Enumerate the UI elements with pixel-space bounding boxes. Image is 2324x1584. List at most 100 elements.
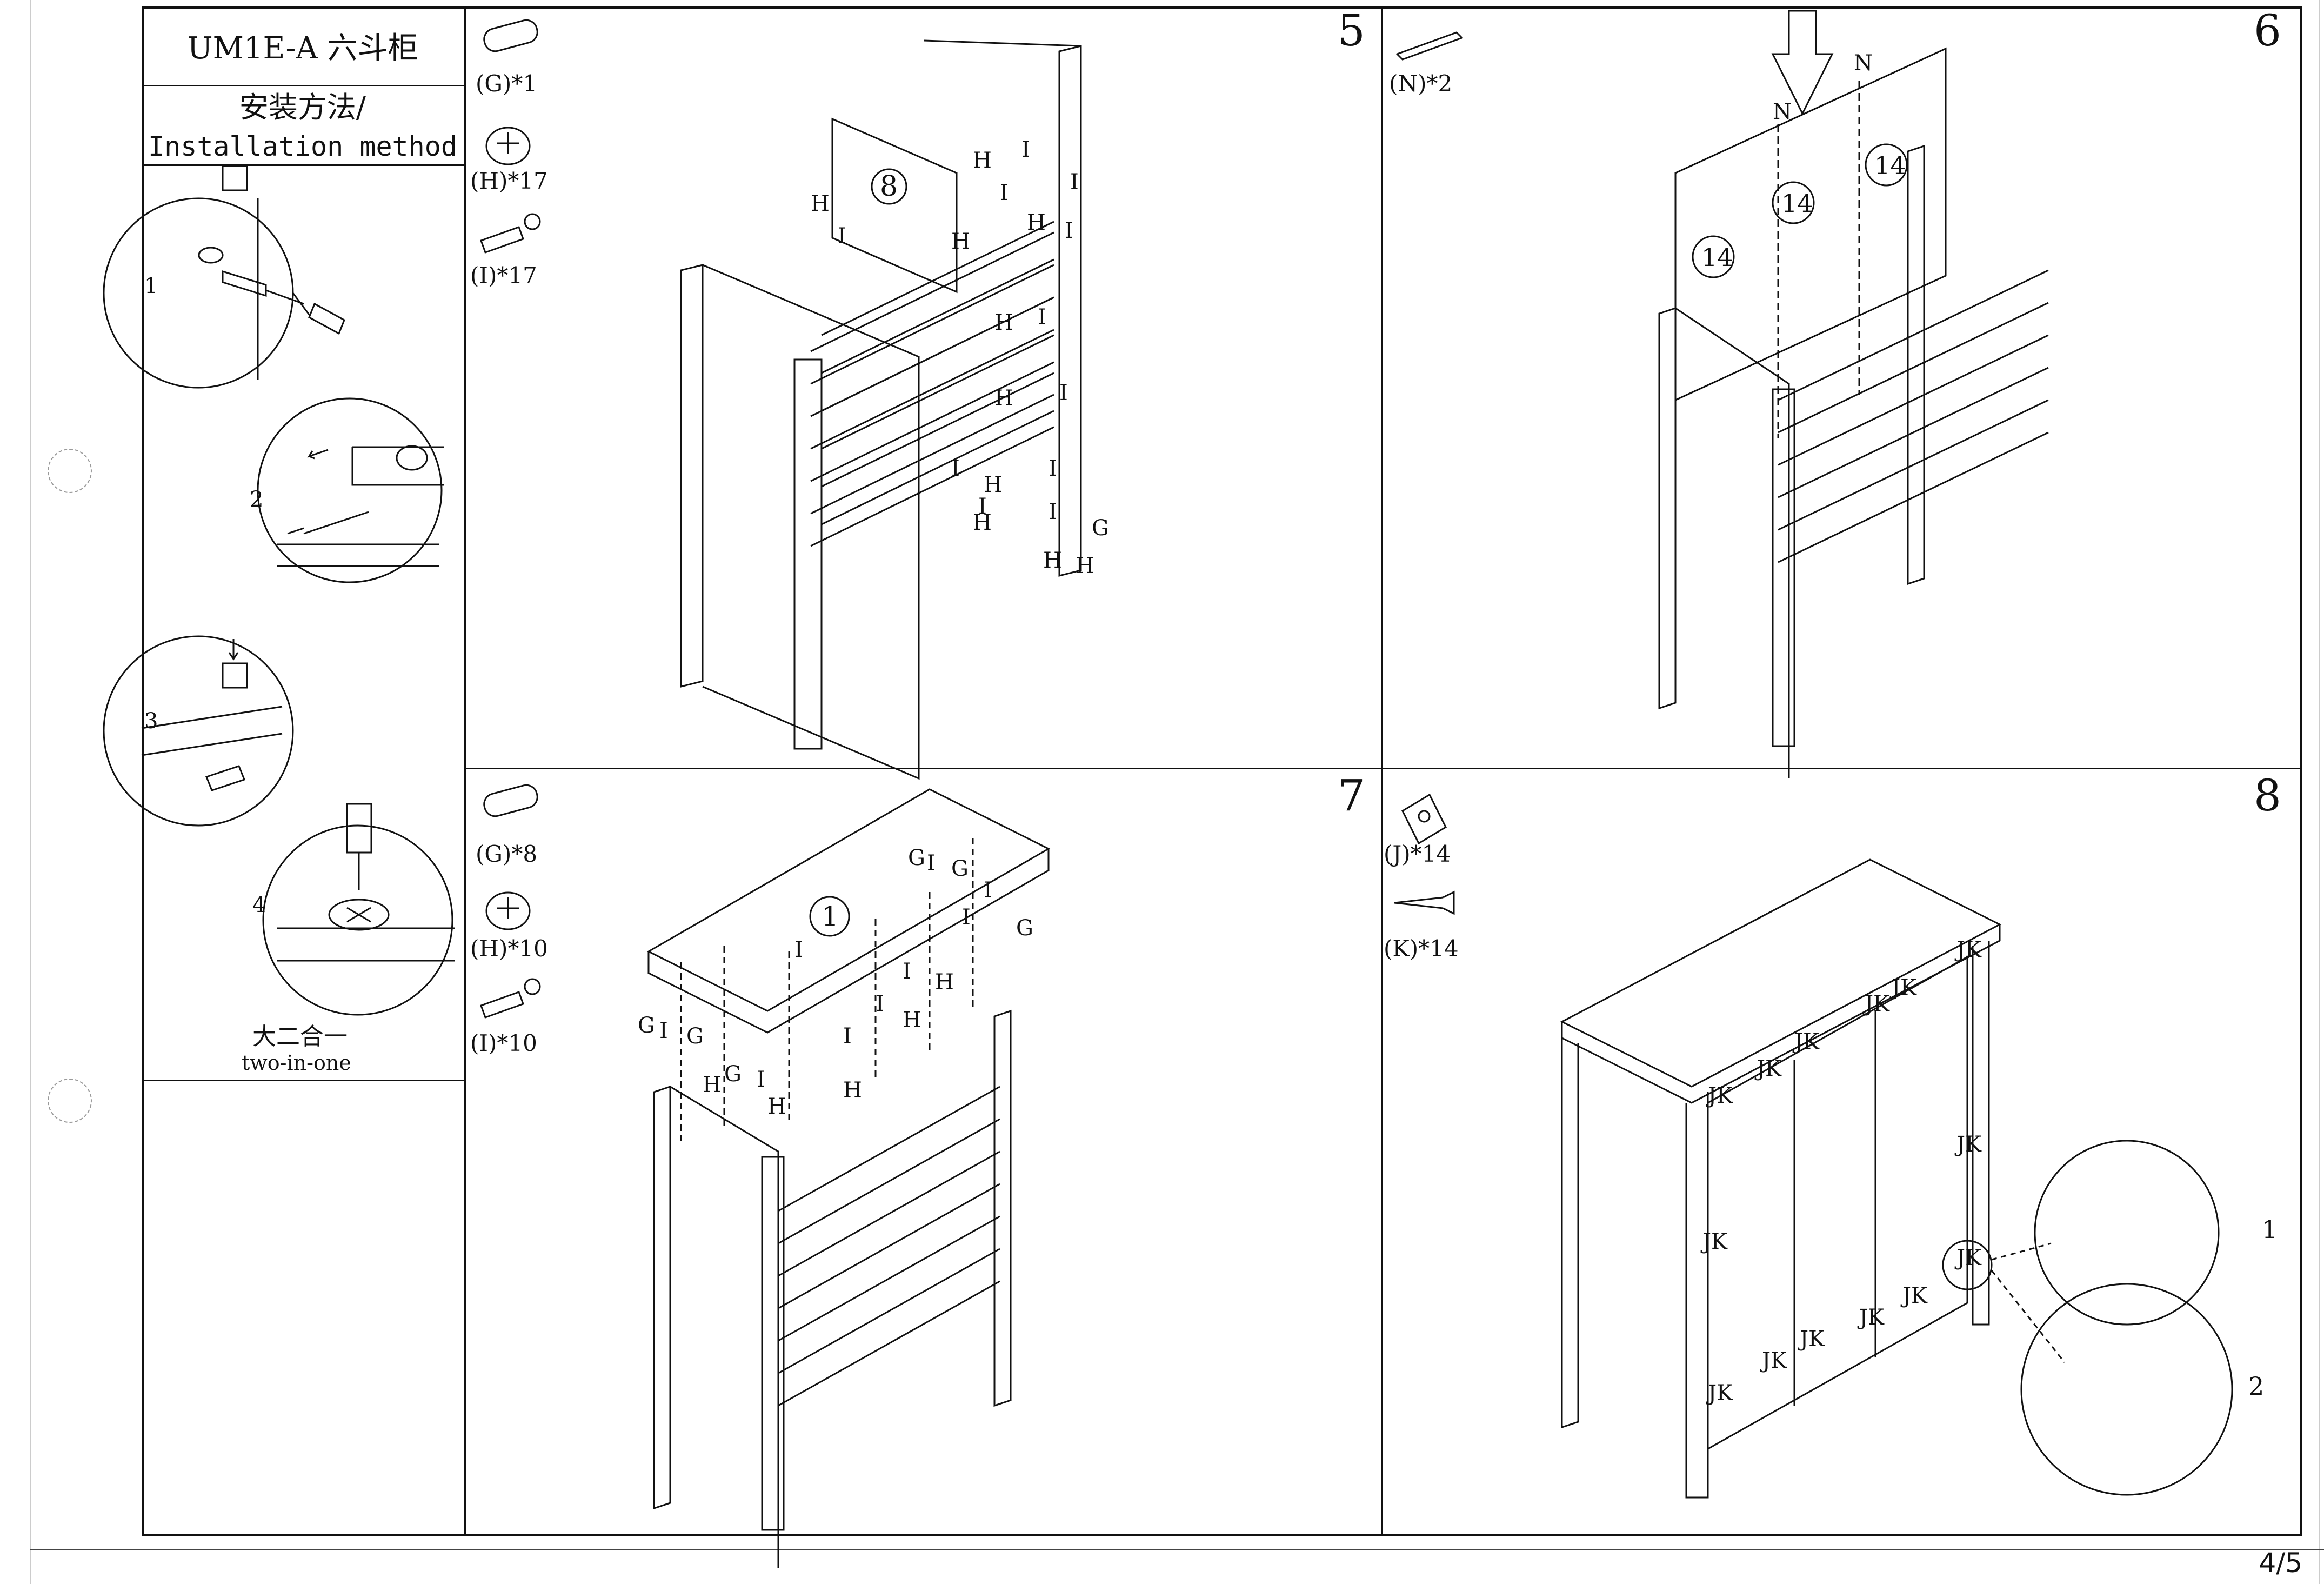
callout-14-a: 14 [1701, 243, 1733, 272]
jk-marker: JK [1754, 1056, 1782, 1081]
part-i-count: (I)*10 [470, 1030, 537, 1056]
jk-marker: JK [1792, 1029, 1820, 1054]
hw-letter: H [951, 229, 970, 254]
part-j-count: (J)*14 [1384, 841, 1451, 867]
part-h-count: (H)*10 [470, 935, 548, 962]
step8-back-view-drawing: JK JK JK JK JK JK JK JK JK JK JK JK JK J… [1560, 858, 2278, 1499]
step5-frame-drawing: 8 H I H H I I I I H I H H I I I H H I I … [680, 39, 1109, 780]
hw-letter: G [908, 846, 925, 870]
jk-marker: JK [1900, 1283, 1928, 1308]
caption-cn: 大二合一 [252, 1023, 348, 1050]
hw-letter: H [1027, 210, 1046, 235]
hw-letter: G [724, 1062, 742, 1087]
method-heading-en: Installation method [148, 131, 457, 162]
callout-14-c: 14 [1874, 151, 1906, 180]
jk-marker: JK [1954, 1132, 1982, 1157]
step6-frame-drawing: 14 14 14 N N [1658, 10, 2049, 778]
panel-divider-vertical [1381, 6, 1383, 1536]
method-heading-cn: 安装方法/ [239, 90, 366, 124]
hw-letter: H [973, 510, 992, 535]
jk-marker: JK [1857, 1305, 1885, 1330]
detail-step-2: 2 [2248, 1372, 2264, 1401]
page-edge-left [30, 0, 31, 1584]
hw-letter: H [767, 1094, 786, 1119]
hw-letter: I [843, 1024, 852, 1049]
jk-marker: JK [1798, 1327, 1825, 1352]
howto-step-1: 1 [144, 274, 158, 298]
detail-circle-1 [2034, 1140, 2220, 1326]
howto-steps: 1 2 3 4 大二合一 two-in-one [103, 165, 464, 1081]
hw-letter: H [994, 386, 1013, 411]
step-number-5: 5 [1338, 5, 1365, 56]
hw-letter: G [638, 1013, 655, 1038]
hw-letter: I [1059, 381, 1068, 405]
hw-letter: G [1016, 916, 1033, 941]
hw-letter: I [978, 494, 987, 519]
hw-letter: I [984, 878, 992, 903]
part-n-icon [1395, 31, 1464, 61]
hw-letter: I [1070, 170, 1079, 195]
hw-letter: G [951, 856, 969, 881]
howto-circle-3 [103, 635, 294, 827]
hw-letter: I [838, 224, 846, 249]
jk-marker: JK [1889, 975, 1917, 1000]
hw-letter: I [1049, 500, 1057, 524]
detail-circle-2 [2020, 1283, 2233, 1496]
insert-arrow [1771, 10, 1834, 116]
hardware-icons-step7 [480, 784, 541, 1019]
hw-letter: H [994, 310, 1013, 335]
caption-en: two-in-one [242, 1051, 351, 1075]
hw-letter: I [1049, 456, 1057, 481]
callout-8-circle [871, 168, 907, 205]
howto-step-4: 4 [252, 893, 266, 917]
hw-letter: H [703, 1073, 722, 1097]
hw-letter: I [951, 456, 960, 481]
part-g-count: (G)*8 [476, 841, 538, 867]
hw-letter: I [1065, 218, 1073, 243]
hw-letter: H [1076, 554, 1094, 578]
hardware-icons-step8 [1394, 793, 1455, 915]
page-number: 4/5 [2259, 1547, 2302, 1579]
panel-divider-horizontal [466, 768, 2302, 769]
hw-letter: H [984, 472, 1003, 497]
part-n-count: (N)*2 [1389, 70, 1453, 97]
callout-1: 1 [822, 901, 839, 932]
hw-letter: I [794, 937, 803, 962]
cam-lock-howto-illustration: 1 2 3 4 大二合一 two-in-one [103, 165, 455, 1075]
instruction-frame [142, 6, 2302, 1536]
hw-letter: I [1000, 181, 1009, 205]
part-k-count: (K)*14 [1384, 935, 1459, 962]
hw-letter: H [903, 1008, 921, 1033]
hw-letter: I [903, 959, 911, 984]
jk-marker: JK [1706, 1381, 1733, 1406]
model-title: UM1E-A 六斗柜 [142, 6, 464, 86]
step-number-6: 6 [2254, 5, 2281, 56]
page-edge-right [2319, 0, 2320, 1584]
jk-marker: JK [1706, 1083, 1733, 1108]
step7-top-assembly-drawing: 1 G I G H G I H I I H I I H H G I G I I … [638, 788, 1051, 1568]
howto-circle-1 [103, 197, 294, 389]
jk-marker: JK [1954, 937, 1982, 962]
howto-circle-4 [262, 824, 453, 1016]
hw-letter: I [1021, 137, 1030, 162]
callout-8: 8 [880, 170, 898, 203]
howto-circle-2 [257, 397, 443, 583]
hw-letter: I [962, 905, 971, 930]
part-i-count: (I)*17 [470, 262, 537, 289]
binder-hole-top [48, 449, 92, 493]
hardware-icons-step5 [480, 19, 541, 254]
part-h-count: (H)*17 [470, 168, 548, 194]
detail-step-1: 1 [2262, 1215, 2278, 1244]
hw-letter: H [973, 148, 992, 173]
binder-hole-bottom [48, 1079, 92, 1123]
hw-letter: H [843, 1078, 862, 1103]
hw-letter: I [876, 991, 884, 1016]
method-heading: 安装方法/ Installation method [142, 85, 464, 166]
marker-n-b: N [1854, 51, 1873, 76]
hw-letter: H [811, 191, 830, 216]
hw-letter: H [1043, 548, 1062, 573]
part-g-count: (G)*1 [476, 70, 538, 97]
jk-marker: JK [1700, 1229, 1728, 1254]
hw-letter: I [659, 1019, 668, 1043]
